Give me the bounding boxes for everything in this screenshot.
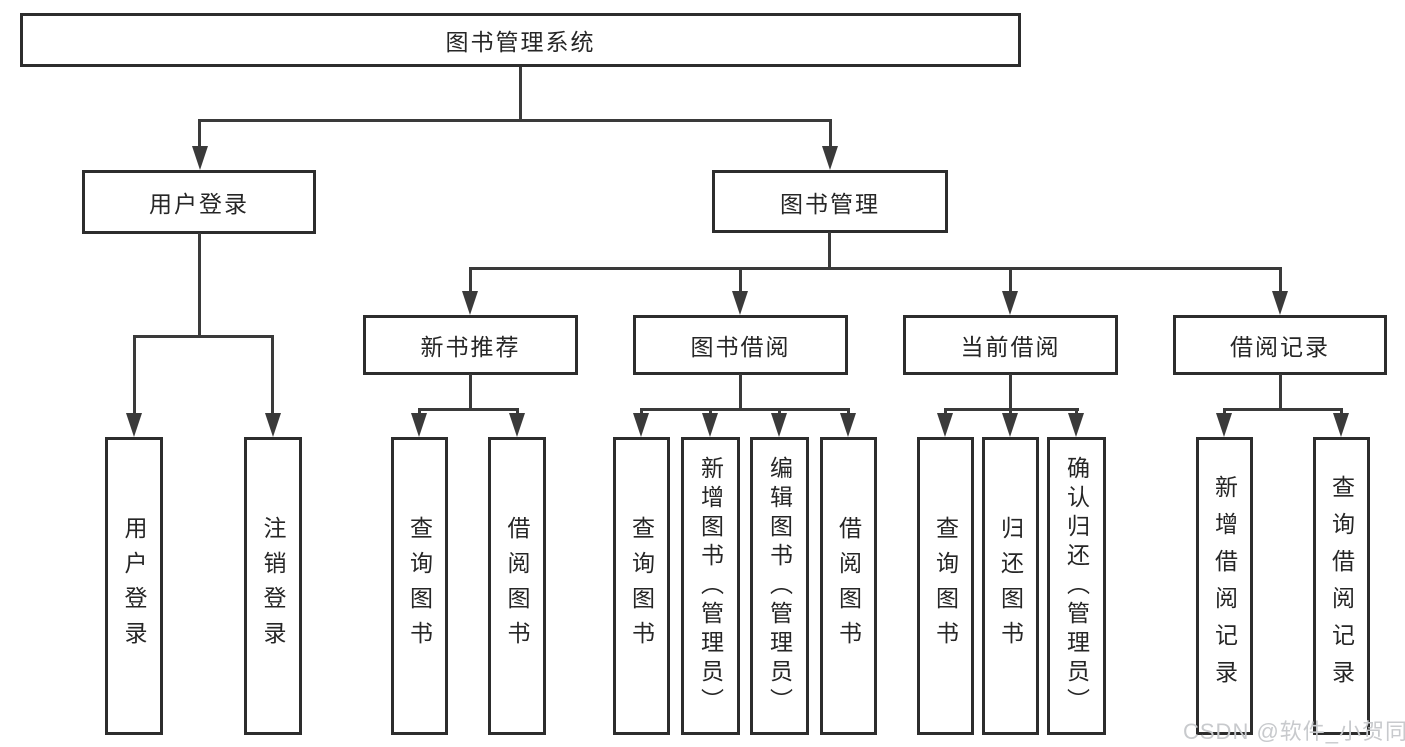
connector-new-books-hline: [418, 408, 519, 411]
connector-stem: [709, 408, 712, 417]
node-borrow-books-recommend: 借阅图书: [488, 437, 546, 735]
node-query-borrow-record: 查询借阅记录: [1313, 437, 1370, 735]
node-user-login: 用户登录: [82, 170, 316, 234]
connector-stem: [1009, 408, 1012, 417]
connector-borrow-records-vline: [1279, 374, 1282, 410]
arrow-down-icon: [1068, 413, 1084, 437]
node-query-books-recommend: 查询图书: [391, 437, 448, 735]
connector-stem: [516, 408, 519, 417]
node-borrow-records: 借阅记录: [1173, 315, 1387, 375]
node-current-borrow: 当前借阅: [903, 315, 1118, 375]
arrow-down-icon: [840, 413, 856, 437]
node-query-books-borrow: 查询图书: [613, 437, 670, 735]
arrow-down-icon: [771, 413, 787, 437]
arrow-down-icon: [1216, 413, 1232, 437]
arrow-down-icon: [411, 413, 427, 437]
connector-level2-hline: [198, 119, 832, 122]
arrow-down-icon: [265, 413, 281, 437]
connector-user-login-hline: [133, 335, 274, 338]
node-library-management-system: 图书管理系统: [20, 13, 1021, 67]
connector-root-stem: [519, 67, 522, 121]
node-query-books-current: 查询图书: [917, 437, 974, 735]
node-borrow-books-action: 借阅图书: [820, 437, 877, 735]
node-confirm-return-admin: 确认归还（管理员）: [1047, 437, 1106, 735]
arrow-down-icon: [1002, 291, 1018, 315]
arrow-down-icon: [192, 146, 208, 170]
connector-stem: [640, 408, 643, 417]
connector-new-books-vline: [469, 374, 472, 410]
connector-stem: [1223, 408, 1226, 417]
node-add-borrow-record: 新增借阅记录: [1196, 437, 1253, 735]
connector-book-borrow-stem: [739, 267, 742, 294]
connector-user-login-stem: [198, 119, 201, 149]
node-add-books-admin: 新增图书（管理员）: [681, 437, 740, 735]
connector-current-borrow-stem: [1009, 267, 1012, 294]
connector-book-borrow-vline: [739, 374, 742, 410]
connector-new-books-stem: [469, 267, 472, 294]
node-new-book-recommend: 新书推荐: [363, 315, 578, 375]
connector-stem: [847, 408, 850, 417]
arrow-down-icon: [462, 291, 478, 315]
connector-borrow-records-hline: [1223, 408, 1343, 411]
connector-book-mgmt-vline: [828, 232, 831, 269]
arrow-down-icon: [937, 413, 953, 437]
arrow-down-icon: [633, 413, 649, 437]
arrow-down-icon: [1002, 413, 1018, 437]
arrow-down-icon: [509, 413, 525, 437]
connector-level3-hline: [469, 267, 1282, 270]
connector-borrow-records-stem: [1279, 267, 1282, 294]
node-book-management: 图书管理: [712, 170, 948, 233]
node-edit-books-admin: 编辑图书（管理员）: [750, 437, 809, 735]
arrow-down-icon: [702, 413, 718, 437]
connector-stem: [1075, 408, 1078, 417]
connector-stem: [944, 408, 947, 417]
connector-user-login-vline: [198, 233, 201, 337]
arrow-down-icon: [732, 291, 748, 315]
connector-login-stem: [133, 335, 136, 415]
arrow-down-icon: [1333, 413, 1349, 437]
csdn-watermark: CSDN @软件_小贺同学: [1183, 719, 1405, 744]
node-return-books: 归还图书: [982, 437, 1039, 735]
connector-current-borrow-vline: [1009, 374, 1012, 410]
arrow-down-icon: [1272, 291, 1288, 315]
node-logout: 注销登录: [244, 437, 302, 735]
connector-book-mgmt-stem: [829, 119, 832, 149]
connector-stem: [778, 408, 781, 417]
connector-book-borrow-hline: [640, 408, 850, 411]
node-book-borrow: 图书借阅: [633, 315, 848, 375]
arrow-down-icon: [126, 413, 142, 437]
connector-logout-stem: [271, 335, 274, 415]
connector-stem: [418, 408, 421, 417]
arrow-down-icon: [822, 146, 838, 170]
connector-stem: [1340, 408, 1343, 417]
node-user-login-action: 用户登录: [105, 437, 163, 735]
